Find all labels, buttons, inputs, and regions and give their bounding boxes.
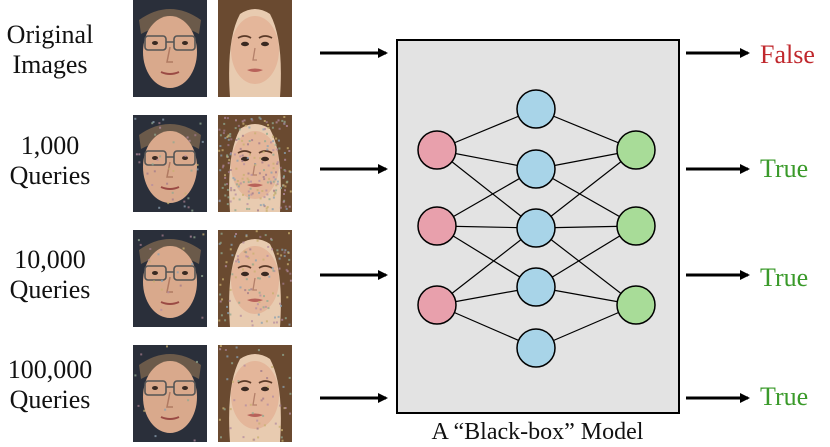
output-node-0 [616, 130, 656, 170]
model-caption: A “Black-box” Model [431, 419, 644, 445]
hidden-node-4 [516, 328, 556, 368]
hidden-node-3 [516, 267, 556, 307]
row-label-100000-queries: 100,000 Queries [7, 355, 93, 414]
input-node-2 [417, 285, 457, 325]
output-label-100000: True [760, 382, 809, 411]
network-edge [535, 227, 637, 306]
face-image-b-row-1 [218, 115, 292, 212]
network-edge [436, 149, 537, 229]
face-image-b-row-0 [218, 0, 292, 97]
hidden-node-0 [516, 89, 556, 129]
row-label-1000-queries: 1,000 Queries [9, 131, 91, 190]
input-node-0 [417, 130, 457, 170]
face-image-a-row-3 [133, 345, 207, 442]
face-image-b-row-2 [218, 230, 292, 327]
hidden-node-1 [516, 149, 556, 189]
network-edge [436, 227, 537, 306]
output-label-original: False [760, 40, 815, 69]
output-label-1000: True [760, 154, 809, 183]
output-label-10000: True [760, 263, 809, 292]
output-node-2 [616, 285, 656, 325]
row-label-10000-queries: 10,000 Queries [9, 245, 91, 304]
hidden-node-2 [516, 208, 556, 248]
input-node-1 [417, 206, 457, 246]
output-node-1 [616, 206, 656, 246]
face-image-b-row-3 [218, 345, 292, 442]
face-image-a-row-1 [133, 115, 207, 212]
face-image-a-row-2 [133, 230, 207, 327]
row-label-original: Original Images [6, 20, 94, 79]
network-edge [535, 149, 637, 229]
face-image-a-row-0 [133, 0, 207, 97]
